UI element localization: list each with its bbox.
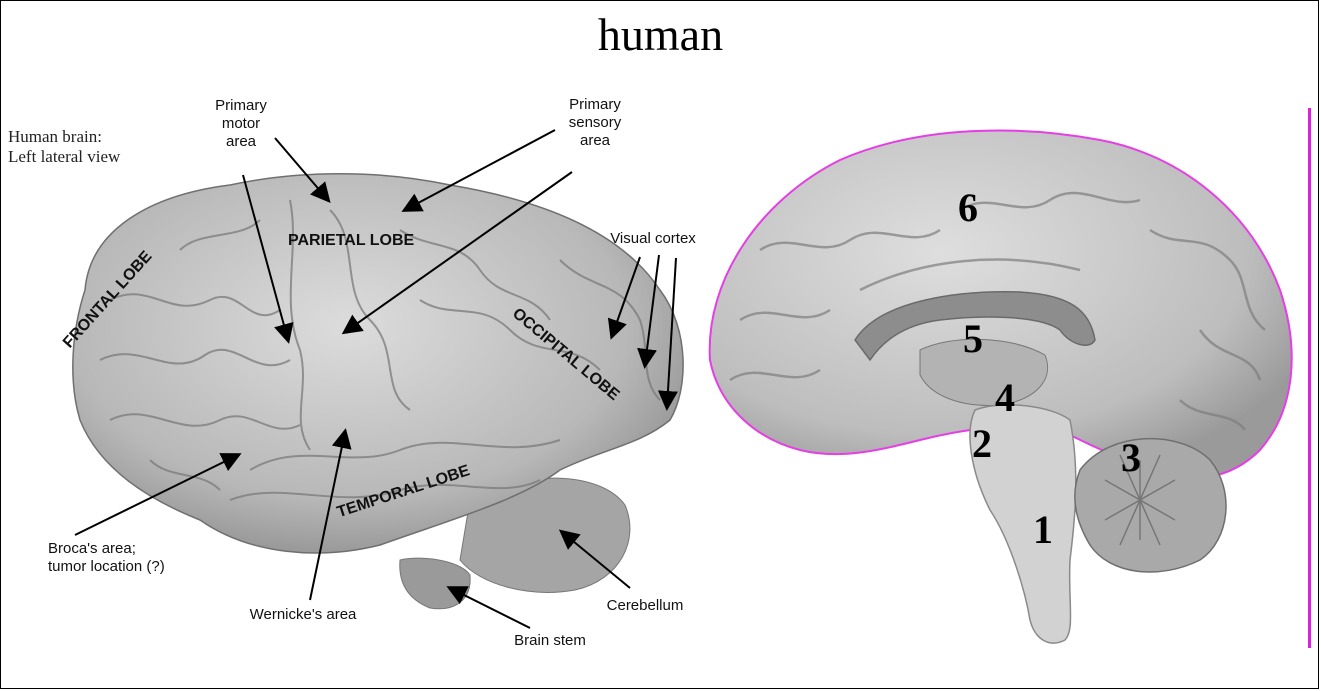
label-primary-sensory-line-3: area <box>555 132 635 150</box>
label-cerebellum: Cerebellum <box>590 597 700 615</box>
label-brocas-line-2: tumor location (?) <box>48 558 198 576</box>
brain-stem-shape <box>400 558 470 609</box>
arrow-brain-stem <box>450 588 530 628</box>
label-visual-cortex: Visual cortex <box>598 230 708 248</box>
label-brain-stem: Brain stem <box>495 632 605 650</box>
label-primary-motor-line-3: area <box>206 133 276 151</box>
label-brocas-line-1: Broca's area; <box>48 540 198 558</box>
sagittal-number-2: 2 <box>972 420 992 467</box>
label-primary-motor-line-2: motor <box>206 115 276 133</box>
sagittal-number-5: 5 <box>963 315 983 362</box>
sagittal-number-3: 3 <box>1121 434 1141 481</box>
sagittal-number-4: 4 <box>995 374 1015 421</box>
label-parietal-lobe: PARIETAL LOBE <box>288 232 414 250</box>
sagittal-number-6: 6 <box>958 184 978 231</box>
label-primary-motor-area: Primary motor area <box>206 97 276 151</box>
label-primary-sensory-line-1: Primary <box>555 96 635 114</box>
sagittal-number-1: 1 <box>1033 506 1053 553</box>
label-primary-sensory-line-2: sensory <box>555 114 635 132</box>
accent-bar <box>1308 108 1311 648</box>
label-primary-motor-line-1: Primary <box>206 97 276 115</box>
label-primary-sensory-area: Primary sensory area <box>555 96 635 150</box>
label-brocas-area: Broca's area; tumor location (?) <box>48 540 198 576</box>
label-wernickes-area: Wernicke's area <box>238 606 368 624</box>
